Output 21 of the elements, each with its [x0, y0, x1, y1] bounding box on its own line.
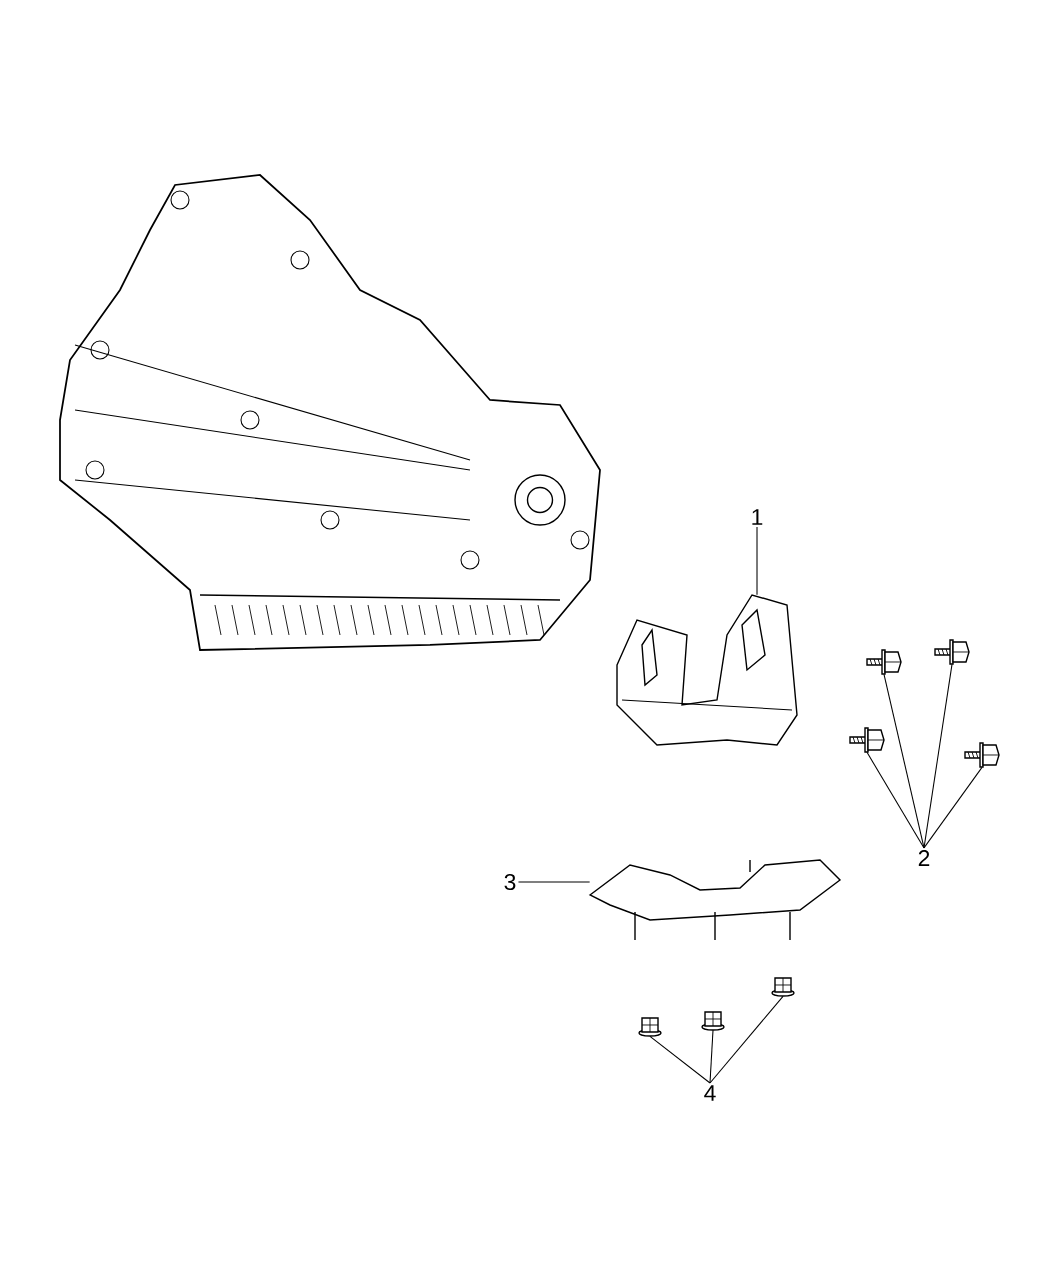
- callout-number: 4: [704, 1085, 716, 1101]
- leader-line: [883, 673, 925, 849]
- leader-line: [517, 881, 591, 883]
- leader-line: [923, 766, 983, 849]
- leader-line: [709, 1029, 714, 1084]
- leader-line: [756, 526, 758, 596]
- leader-line: [649, 1035, 711, 1084]
- nut-drawing: [638, 1017, 662, 1037]
- bolt-drawing: [964, 742, 1000, 768]
- leader-line: [709, 995, 784, 1084]
- nut-drawing: [701, 1011, 725, 1031]
- leader-line: [866, 751, 925, 849]
- leader-line: [923, 663, 953, 849]
- nut-drawing: [771, 977, 795, 997]
- bolt-drawing: [849, 727, 885, 753]
- bolt-drawing: [866, 649, 902, 675]
- callout-number: 2: [918, 850, 930, 866]
- bracket-drawing: [616, 594, 798, 746]
- callout-number: 3: [504, 873, 516, 891]
- callout-number: 1: [752, 509, 763, 525]
- bolt-drawing: [934, 639, 970, 665]
